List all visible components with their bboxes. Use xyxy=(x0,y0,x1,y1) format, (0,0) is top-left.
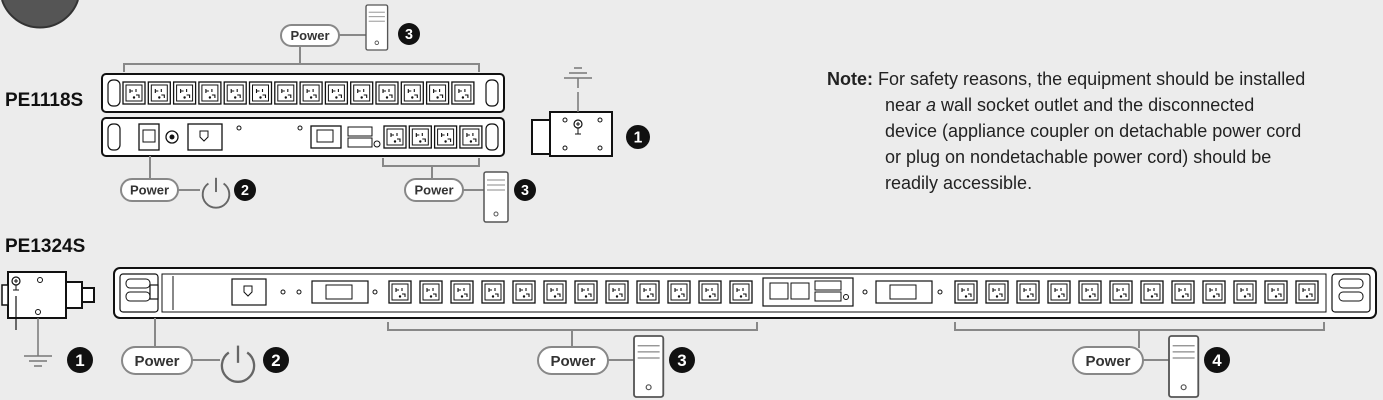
step-number: 3 xyxy=(521,183,529,199)
model-label-pe1324s: PE1324S xyxy=(5,236,86,257)
computer-tower-icon xyxy=(1168,335,1200,398)
step-marker: 4 xyxy=(1204,347,1230,373)
outlet-icon xyxy=(574,280,598,304)
outlet-icon xyxy=(408,125,432,149)
pe1324s-panel xyxy=(113,267,1377,319)
outlet-icon xyxy=(1295,280,1319,304)
outlet-icon xyxy=(299,81,323,105)
pe1118s-rear-panel xyxy=(101,117,505,157)
outlet-icon xyxy=(383,125,407,149)
outlet-icon xyxy=(350,81,374,105)
outlet-icon xyxy=(419,280,443,304)
outlet-icon xyxy=(1047,280,1071,304)
power-label: Power xyxy=(1072,346,1144,375)
step-marker: 1 xyxy=(67,347,93,373)
note-line-5: readily accessible. xyxy=(885,173,1033,193)
outlet-icon xyxy=(605,280,629,304)
ground-bracket-1118 xyxy=(531,67,613,157)
outlet-icon xyxy=(400,81,424,105)
step-marker: 1 xyxy=(626,125,650,149)
outlet-icon xyxy=(1202,280,1226,304)
step-number: 3 xyxy=(677,351,686,370)
step-marker: 3 xyxy=(398,23,420,45)
safety-note: Note: For safety reasons, the equipment … xyxy=(827,66,1347,196)
outlet-icon xyxy=(543,280,567,304)
note-line-2b: a xyxy=(926,95,937,115)
outlet-icon xyxy=(729,280,753,304)
computer-tower-icon xyxy=(633,335,665,398)
computer-tower-icon xyxy=(365,4,389,51)
note-lead: Note: xyxy=(827,69,873,89)
power-label-text: Power xyxy=(290,28,329,43)
power-label: Power xyxy=(120,178,179,202)
outlet-icon xyxy=(425,81,450,105)
ground-bracket-1324 xyxy=(1,271,95,367)
power-label-text: Power xyxy=(130,183,169,198)
outlet-icon xyxy=(1264,280,1288,304)
pe1118s-front-panel xyxy=(101,73,505,113)
outlet-icon xyxy=(1140,280,1164,304)
power-label: Power xyxy=(537,346,609,375)
outlet-icon xyxy=(1171,280,1195,304)
outlet-icon xyxy=(147,81,171,105)
outlet-icon xyxy=(459,125,483,149)
outlet-icon xyxy=(274,81,298,105)
power-label-text: Power xyxy=(1085,353,1130,370)
step-number: 3 xyxy=(405,27,413,43)
step-number: 1 xyxy=(634,129,643,146)
model-label-pe1118s: PE1118S xyxy=(5,90,84,111)
power-label: Power xyxy=(280,24,340,47)
outlet-icon xyxy=(388,280,412,304)
outlet-icon xyxy=(1016,280,1040,304)
outlet-icon xyxy=(1078,280,1102,304)
outlet-icon xyxy=(172,81,197,105)
power-symbol-icon xyxy=(201,176,231,209)
outlet-icon xyxy=(1109,280,1133,304)
outlet-icon xyxy=(122,81,146,105)
step-marker: 3 xyxy=(514,179,536,201)
outlet-icon xyxy=(324,81,349,105)
power-label-text: Power xyxy=(414,183,453,198)
step-number: 2 xyxy=(271,351,280,370)
power-label: Power xyxy=(404,178,464,202)
power-label-text: Power xyxy=(134,353,179,370)
outlet-icon xyxy=(198,81,222,105)
outlet-icon xyxy=(1233,280,1257,304)
computer-tower-icon xyxy=(483,171,509,223)
note-line-2a: near xyxy=(885,95,927,115)
step-marker: 2 xyxy=(263,347,289,373)
note-line-3: device (appliance coupler on detachable … xyxy=(885,121,1302,141)
note-line-1: For safety reasons, the equipment should… xyxy=(878,69,1306,89)
outlet-icon xyxy=(481,280,505,304)
outlet-icon xyxy=(636,280,660,304)
outlet-icon xyxy=(451,81,475,105)
note-line-2c: wall socket outlet and the disconnected xyxy=(936,95,1255,115)
outlet-icon xyxy=(248,81,273,105)
step-number: 2 xyxy=(241,183,249,199)
outlet-icon xyxy=(450,280,474,304)
section-corner-badge xyxy=(1,0,79,29)
outlet-icon xyxy=(433,125,458,149)
power-symbol-icon xyxy=(220,344,256,383)
outlet-icon xyxy=(985,280,1009,304)
outlet-icon xyxy=(954,280,978,304)
outlet-icon xyxy=(667,280,691,304)
note-line-4: or plug on nondetachable power cord) sho… xyxy=(885,147,1272,167)
outlet-icon xyxy=(512,280,536,304)
step-number: 4 xyxy=(1212,351,1222,370)
step-marker: 3 xyxy=(669,347,695,373)
outlet-icon xyxy=(223,81,247,105)
step-marker: 2 xyxy=(234,179,256,201)
step-number: 1 xyxy=(75,351,84,370)
power-label-text: Power xyxy=(550,353,595,370)
outlet-icon xyxy=(698,280,722,304)
outlet-icon xyxy=(375,81,399,105)
power-label: Power xyxy=(121,346,193,375)
